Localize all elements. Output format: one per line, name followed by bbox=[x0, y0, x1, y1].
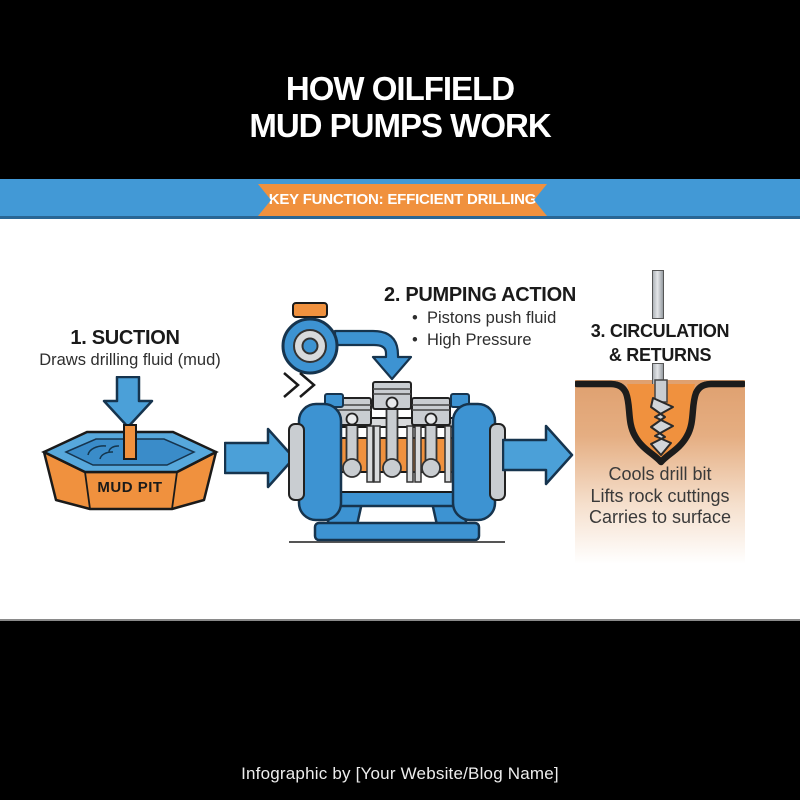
step3-heading-line2: & RETURNS bbox=[608, 345, 712, 365]
bullet-pressure: High Pressure bbox=[412, 329, 592, 351]
drill-pipe-upper bbox=[652, 270, 664, 319]
suction-pipe bbox=[123, 424, 137, 460]
connecting-rods bbox=[342, 406, 441, 478]
step3-heading-line1: 3. CIRCULATION bbox=[590, 321, 730, 341]
step3-heading: 3. CIRCULATION & RETURNS bbox=[575, 319, 745, 367]
title-line-2: MUD PUMPS WORK bbox=[249, 107, 551, 144]
step3-notes: Cools drill bit Lifts rock cuttings Carr… bbox=[575, 464, 745, 529]
down-arrow-icon bbox=[102, 376, 154, 428]
key-function-ribbon: KEY FUNCTION: EFFICIENT DRILLING bbox=[258, 184, 547, 216]
curved-arrow-icon bbox=[333, 329, 413, 381]
mud-pump-illustration bbox=[288, 381, 506, 543]
chevrons-icon bbox=[283, 372, 316, 398]
pressure-gauge-icon bbox=[281, 302, 413, 381]
flow-arrow-2-icon bbox=[502, 424, 574, 486]
borehole-illustration bbox=[575, 379, 745, 466]
flow-arrow-1-icon bbox=[224, 427, 296, 489]
mud-pit-illustration bbox=[41, 424, 219, 511]
step2-bullets: Pistons push fluid High Pressure bbox=[412, 307, 592, 351]
bullet-pistons: Pistons push fluid bbox=[412, 307, 592, 329]
note-carries: Carries to surface bbox=[588, 507, 732, 527]
footer-credit: Infographic by [Your Website/Blog Name] bbox=[241, 764, 559, 783]
step2-heading: 2. PUMPING ACTION bbox=[384, 284, 576, 306]
page-title: HOW OILFIELD MUD PUMPS WORK bbox=[0, 70, 800, 144]
note-cools: Cools drill bit bbox=[608, 464, 712, 484]
mud-pit-label: MUD PIT bbox=[97, 479, 163, 496]
step1-heading: 1. SUCTION bbox=[70, 327, 180, 349]
note-lifts: Lifts rock cuttings bbox=[590, 485, 730, 506]
key-function-label: KEY FUNCTION: EFFICIENT DRILLING bbox=[268, 191, 537, 208]
title-line-1: HOW OILFIELD bbox=[285, 70, 515, 107]
drill-bit-icon bbox=[650, 397, 674, 456]
step1-description: Draws drilling fluid (mud) bbox=[39, 351, 221, 369]
content-area: 1. SUCTION Draws drilling fluid (mud) MU… bbox=[0, 219, 800, 621]
ripples-icon bbox=[87, 445, 120, 460]
